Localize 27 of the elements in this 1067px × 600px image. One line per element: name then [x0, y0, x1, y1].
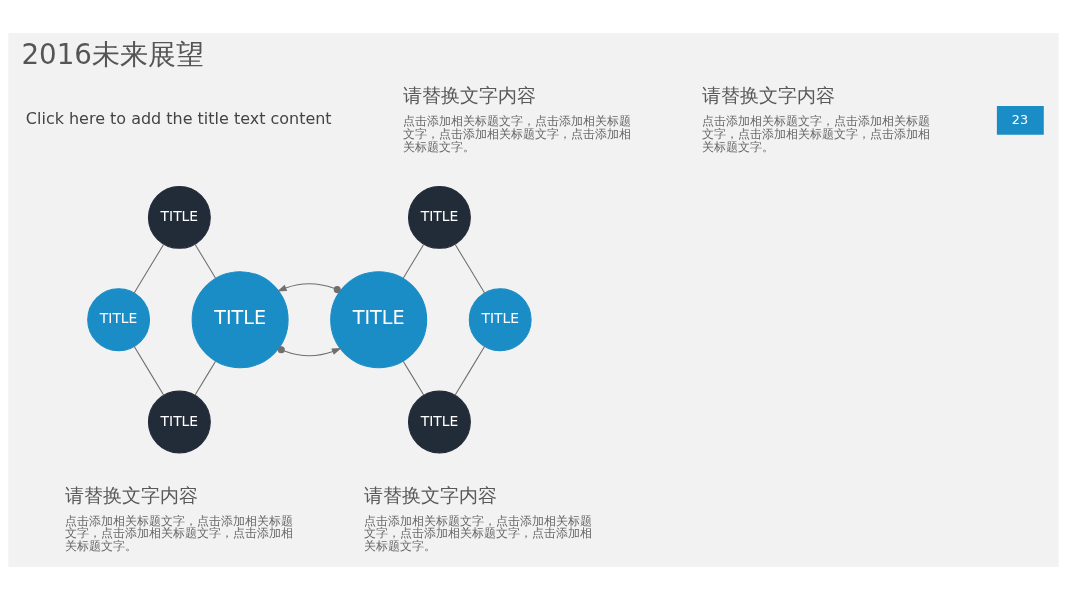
connector	[194, 360, 217, 396]
label: 请替换文字内容	[403, 84, 537, 108]
label: 点击添加相关标题文字，点击添加相关标题文字，点击添加相关标题文字，点击添加相关标题文字。	[65, 513, 294, 554]
node-circle: TITLE	[147, 185, 211, 249]
connector	[194, 243, 217, 279]
label: 点击添加相关标题文字，点击添加相关标题文字，点击添加相关标题文字，点击添加相关标题文字。	[701, 113, 930, 154]
label: 请替换文字内容	[701, 84, 835, 108]
connector	[402, 243, 425, 279]
node-circle: TITLE	[408, 185, 471, 249]
label: 请替换文字内容	[65, 483, 199, 507]
label: 点击添加相关标题文字，点击添加相关标题文字，点击添加相关标题文字，点击添加相关标题文字。	[403, 113, 632, 154]
label: 23	[1011, 111, 1029, 127]
connector	[454, 243, 486, 294]
node-circle: TITLE	[147, 390, 211, 454]
node-circle: TITLE	[408, 390, 471, 454]
diagram-title: 2016未来展望	[21, 37, 205, 71]
arrow	[277, 346, 342, 357]
node-circle: TITLE	[87, 288, 151, 352]
node-circle: TITLE	[468, 288, 532, 352]
arrow	[277, 283, 341, 294]
connector	[133, 243, 165, 294]
label: 请替换文字内容	[363, 483, 497, 507]
connector	[454, 346, 486, 396]
label: 点击添加相关标题文字，点击添加相关标题文字，点击添加相关标题文字，点击添加相关标题文字。	[363, 513, 592, 554]
label: Click here to add the title text content	[25, 109, 332, 129]
connector	[402, 360, 425, 396]
connector	[133, 346, 165, 396]
